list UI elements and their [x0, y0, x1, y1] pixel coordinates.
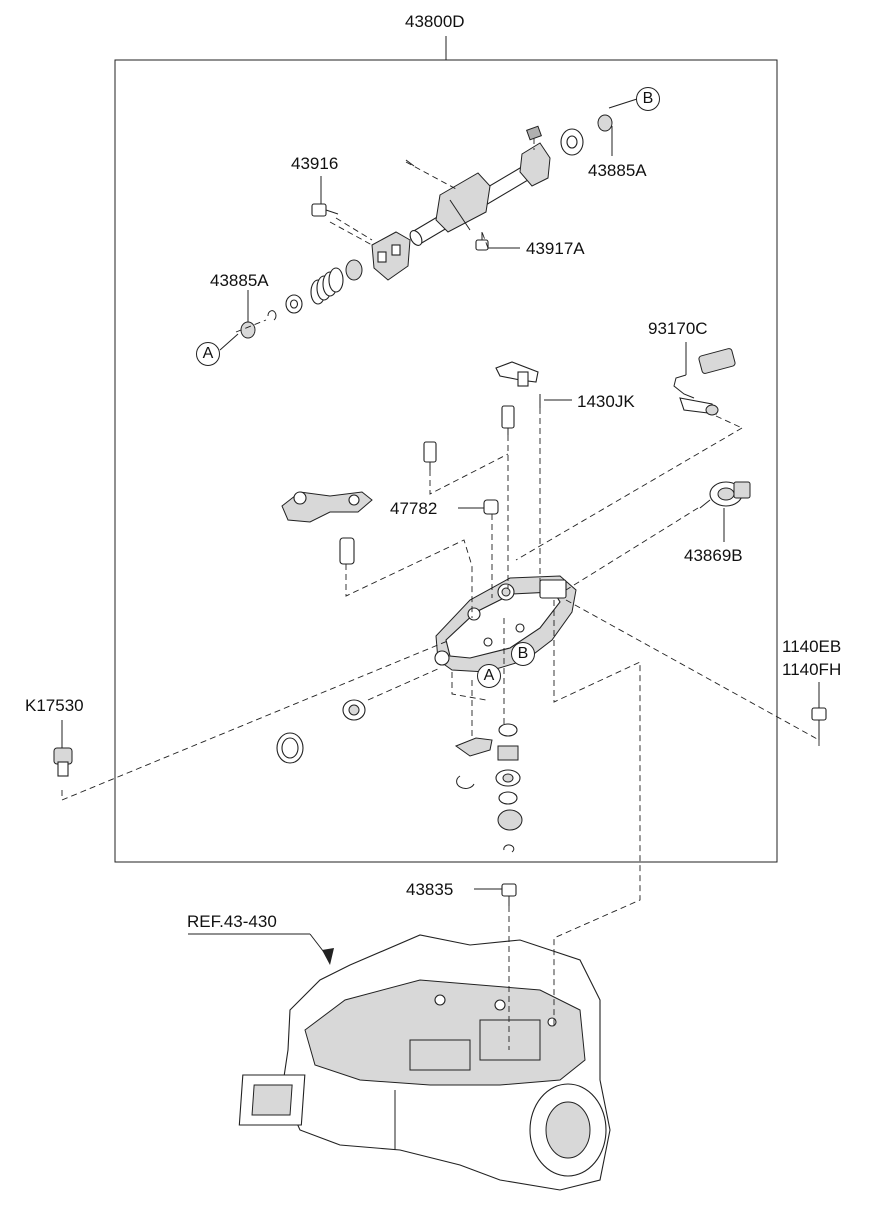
seal-ring-icon-left [240, 294, 303, 339]
cover-body-icon [434, 575, 577, 673]
part-1430jk-label: 1430JK [577, 392, 635, 411]
part-k17530-label: K17530 [25, 696, 84, 715]
sensor-switch-icon [673, 348, 736, 416]
part-43916-label: 43916 [291, 154, 339, 173]
detent-stack-icon [454, 723, 523, 853]
part-43835-label: 43835 [406, 880, 454, 899]
bolt-icon-47782 [483, 499, 499, 515]
callout-b-top: B [636, 87, 660, 111]
callout-a-left: A [196, 342, 220, 366]
assembly-frame [114, 59, 778, 863]
shift-shaft-icon [405, 125, 551, 246]
ref-arrow-icon [188, 933, 334, 965]
spring-icon [310, 259, 363, 305]
transaxle-housing-icon [238, 934, 611, 1191]
part-43885a-top-label: 43885A [588, 161, 647, 180]
lever-plate-icon [495, 361, 541, 408]
bushing-icon [597, 114, 613, 132]
bolt-icon-k17530 [53, 747, 73, 777]
bolt-icon-43835 [501, 883, 517, 906]
bolt-icon-43917a [475, 232, 489, 251]
bolt-icon [311, 203, 339, 217]
sensor-switch-icon-43869b [699, 481, 751, 509]
part-1140fh-label: 1140FH [782, 660, 842, 679]
part-43917a-label: 43917A [526, 239, 585, 258]
select-lever-icon [281, 491, 373, 565]
assembly-number-label: 43800D [405, 12, 465, 31]
pin-icon-left [423, 441, 437, 470]
seal-ring-icon-lower [276, 732, 304, 764]
seal-ring-icon [560, 128, 584, 156]
plug-icon [342, 699, 366, 721]
callout-a-body: A [477, 664, 501, 688]
part-43885a-left-label: 43885A [210, 271, 269, 290]
part-47782-label: 47782 [390, 499, 438, 518]
part-43869b-label: 43869B [684, 546, 743, 565]
pin-icon-upper [501, 405, 515, 435]
ref-label: REF.43-430 [187, 912, 277, 931]
assembly-lines [61, 217, 820, 1050]
callout-b-body: B [511, 642, 535, 666]
leader-lines [61, 98, 820, 890]
bolt-icon-1140 [811, 707, 827, 740]
part-93170c-label: 93170C [648, 319, 708, 338]
part-1140eb-label: 1140EB [782, 637, 842, 656]
bracket-icon [329, 221, 411, 281]
